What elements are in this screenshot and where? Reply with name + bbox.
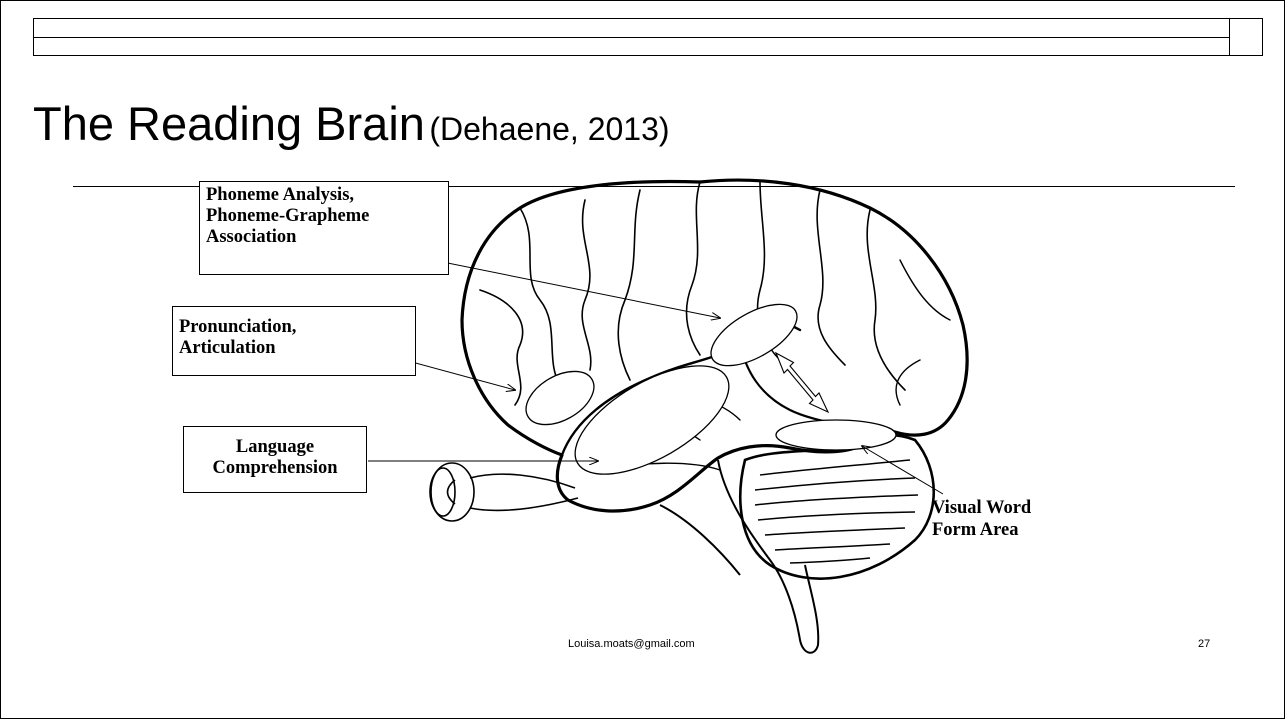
- comprehension-region: [559, 344, 746, 496]
- visual-word-form-label: Visual Word Form Area: [932, 497, 1031, 541]
- label-line: Phoneme-Grapheme: [206, 206, 442, 227]
- language-comprehension-label: Language Comprehension: [183, 426, 367, 493]
- label-line: Form Area: [932, 519, 1031, 541]
- footer-email: Louisa.moats@gmail.com: [568, 638, 695, 650]
- brainstem: [660, 460, 818, 653]
- connection-arrow: [776, 353, 828, 412]
- label-line: Pronunciation,: [179, 317, 409, 338]
- label-line: Language: [190, 437, 360, 458]
- visual-word-form-region: [776, 420, 896, 450]
- pronunciation-label: Pronunciation, Articulation: [172, 306, 416, 376]
- page-number: 27: [1198, 638, 1210, 650]
- label-line: Phoneme Analysis,: [206, 185, 442, 206]
- label-line: Association: [206, 227, 442, 248]
- label-line: Visual Word: [932, 497, 1031, 519]
- cerebellum: [740, 435, 933, 579]
- label-line: Comprehension: [190, 458, 360, 479]
- phoneme-analysis-label: Phoneme Analysis, Phoneme-Grapheme Assoc…: [199, 181, 449, 275]
- label-line: Articulation: [179, 338, 409, 359]
- eye-icon: [430, 463, 578, 521]
